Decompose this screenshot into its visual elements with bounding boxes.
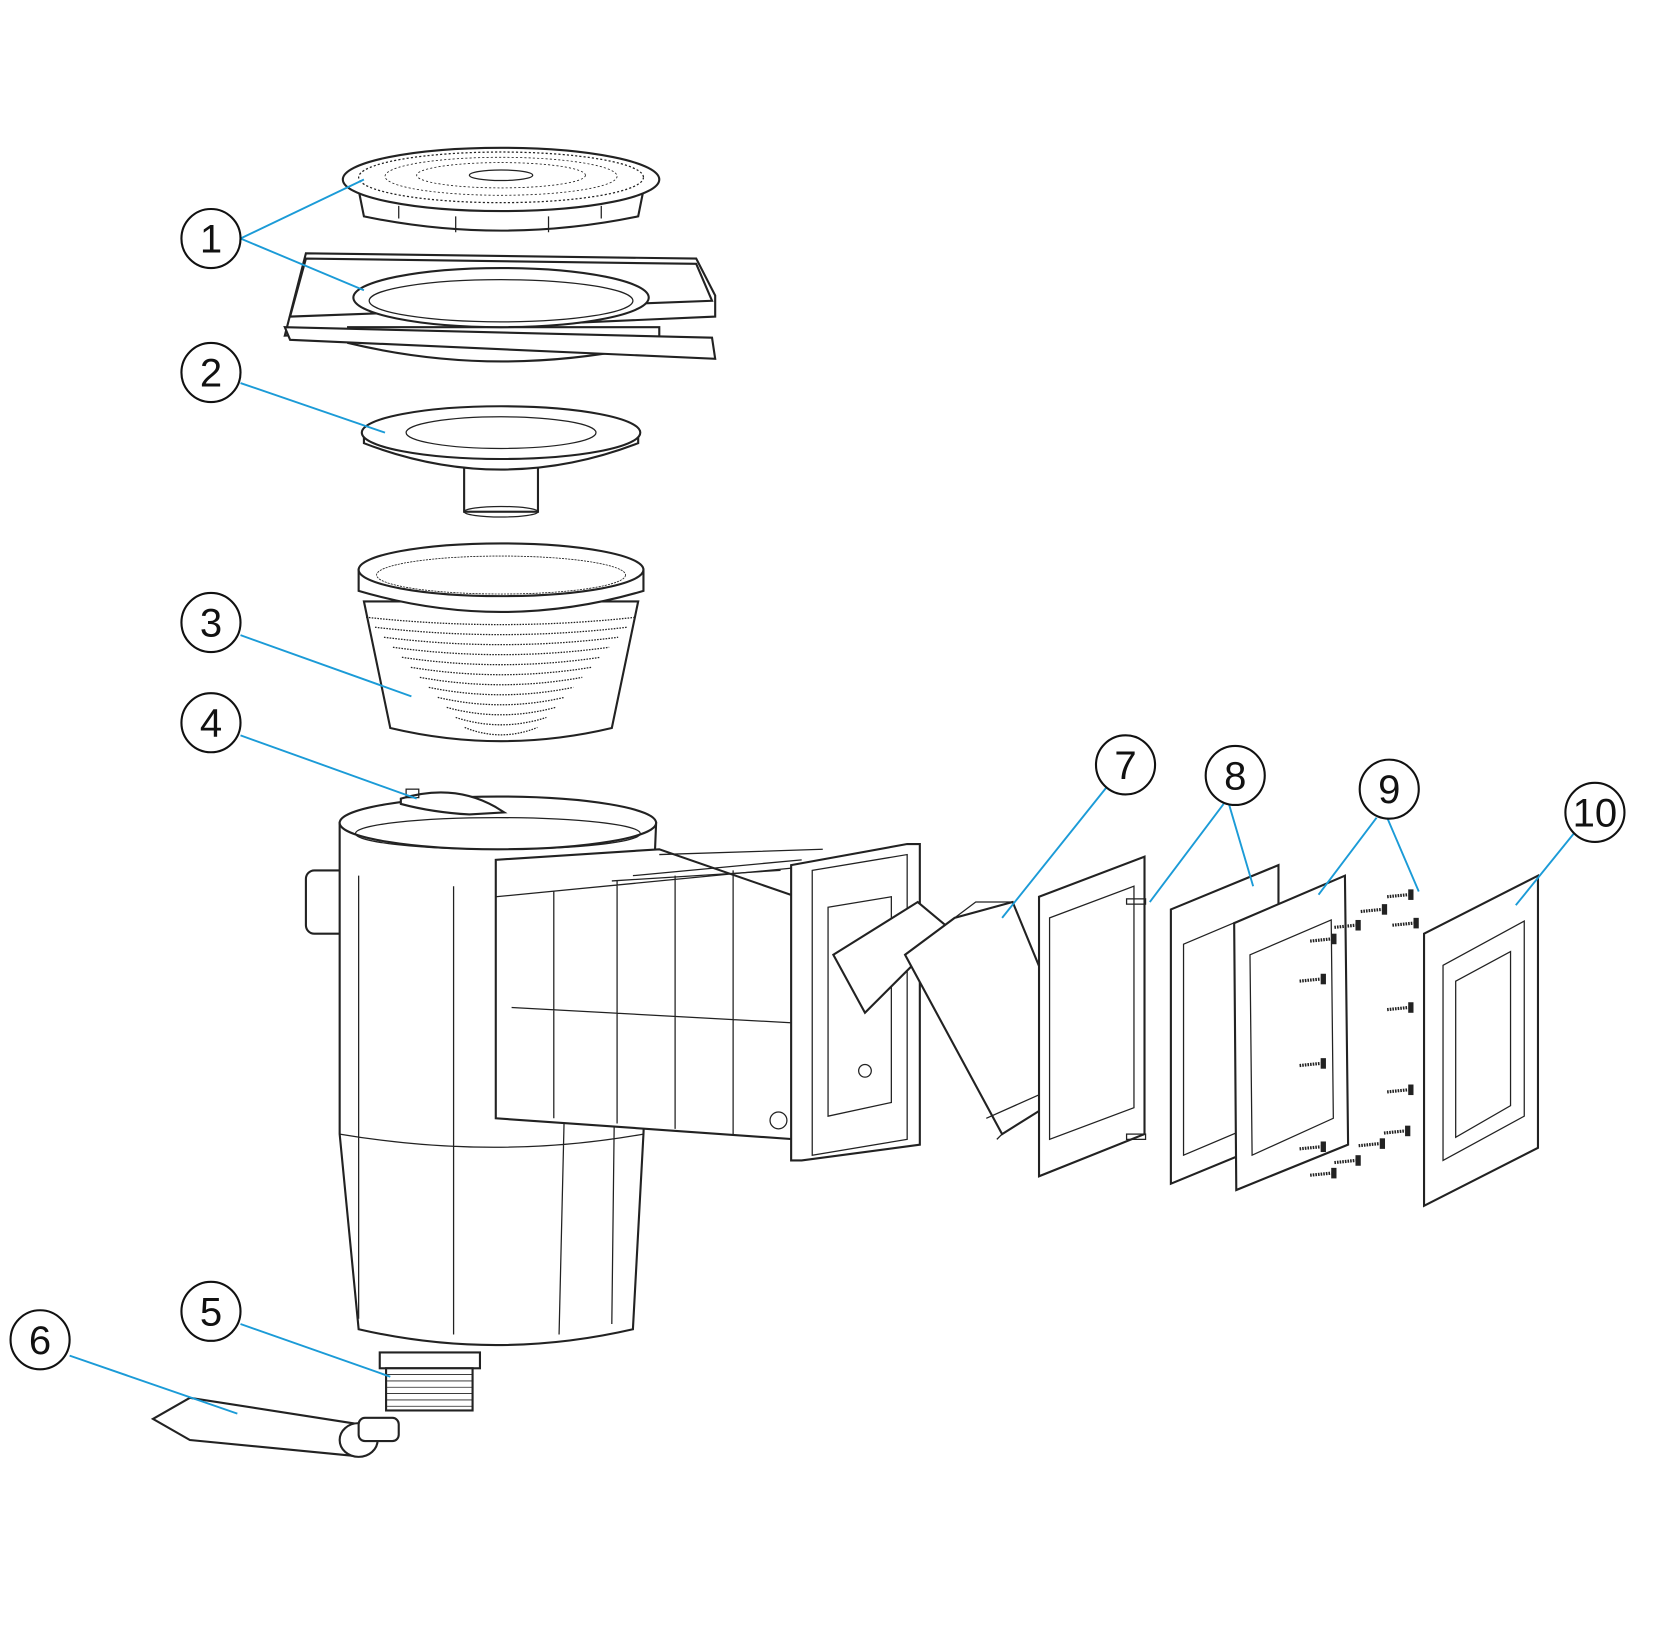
callout-3: 3 bbox=[180, 591, 242, 654]
callout-circle bbox=[180, 591, 242, 654]
basket-rib bbox=[365, 616, 637, 626]
callout-number: 7 bbox=[1114, 744, 1136, 788]
screw bbox=[1299, 1058, 1326, 1069]
callout-number: 3 bbox=[200, 602, 222, 646]
gasket-rear bbox=[1037, 855, 1147, 1178]
callout-1: 1 bbox=[180, 207, 242, 270]
basket-rib bbox=[383, 636, 619, 646]
screw bbox=[1299, 1141, 1326, 1153]
callout-circle bbox=[1358, 758, 1420, 820]
basket bbox=[357, 542, 645, 743]
screw bbox=[1360, 904, 1388, 915]
basket-rib bbox=[455, 716, 547, 726]
clamping-frame bbox=[1233, 874, 1419, 1192]
screw bbox=[1386, 889, 1414, 900]
screw bbox=[1309, 1167, 1337, 1179]
callout-9: 9 bbox=[1358, 758, 1420, 820]
skimmer-body bbox=[304, 788, 921, 1412]
basket-rib bbox=[464, 726, 538, 736]
callout-number: 9 bbox=[1378, 768, 1400, 812]
callout-circle bbox=[1564, 781, 1626, 843]
callout-circle bbox=[9, 1309, 71, 1371]
callout-number: 1 bbox=[200, 218, 222, 262]
callout-6: 6 bbox=[9, 1309, 71, 1371]
callout-number: 10 bbox=[1573, 791, 1618, 835]
basket-rib bbox=[428, 686, 574, 696]
screw bbox=[1386, 1084, 1414, 1096]
skimmer-lid bbox=[341, 146, 661, 233]
weir-plate bbox=[360, 405, 642, 518]
skimmer-collar bbox=[283, 252, 717, 363]
callout-4: 4 bbox=[180, 692, 242, 754]
callout-number: 8 bbox=[1224, 755, 1246, 799]
basket-rib bbox=[410, 666, 592, 676]
callout-circle bbox=[180, 207, 242, 270]
callout-circle bbox=[180, 341, 242, 404]
callout-10: 10 bbox=[1564, 781, 1626, 843]
screw bbox=[1309, 933, 1337, 945]
screw bbox=[1358, 1138, 1386, 1149]
callout-7: 7 bbox=[1094, 734, 1157, 796]
callout-number: 4 bbox=[200, 702, 222, 746]
callout-5: 5 bbox=[180, 1280, 242, 1342]
callout-number: 6 bbox=[29, 1319, 51, 1363]
face-plate bbox=[1422, 873, 1540, 1208]
callout-circle bbox=[180, 692, 242, 754]
callout-8: 8 bbox=[1204, 744, 1266, 807]
basket-rib bbox=[392, 646, 610, 656]
callout-circle bbox=[180, 1280, 242, 1342]
screw bbox=[1383, 1125, 1411, 1137]
basket-rib bbox=[401, 656, 601, 666]
screw bbox=[1334, 1155, 1361, 1166]
basket-rib bbox=[437, 696, 565, 706]
callout-2: 2 bbox=[180, 341, 242, 404]
callout-circle bbox=[1094, 734, 1157, 796]
screw bbox=[1386, 1002, 1414, 1013]
basket-rib bbox=[374, 626, 628, 636]
callout-circle bbox=[1204, 744, 1266, 807]
screw bbox=[1334, 919, 1361, 931]
adhesive-tube bbox=[150, 1396, 400, 1458]
callout-number: 2 bbox=[200, 352, 222, 396]
screw bbox=[1299, 973, 1326, 985]
callout-number: 5 bbox=[200, 1290, 222, 1334]
leader-lines bbox=[69, 178, 1575, 1415]
basket-rib bbox=[446, 706, 556, 716]
screw bbox=[1392, 917, 1419, 929]
